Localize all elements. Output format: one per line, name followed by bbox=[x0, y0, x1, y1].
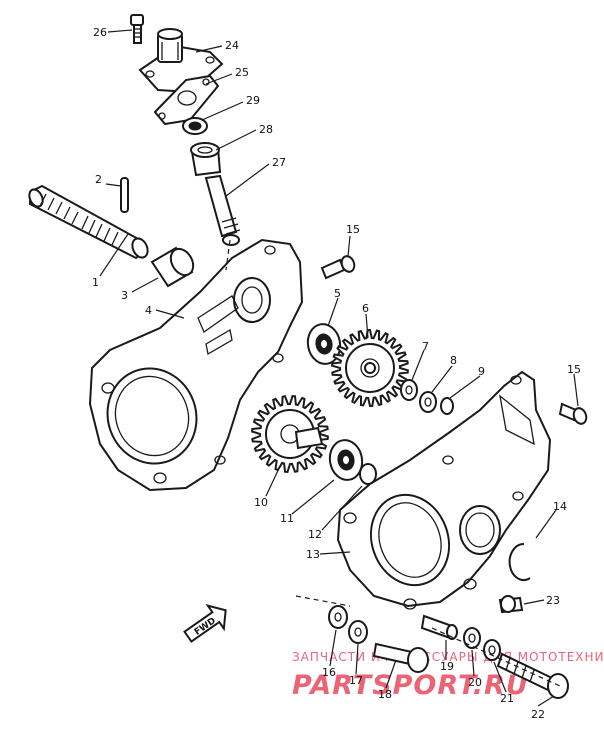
callout-7: 7 bbox=[422, 340, 429, 353]
part-29-seal bbox=[182, 117, 208, 135]
callout-15-upper: 15 bbox=[346, 223, 360, 236]
callout-27: 27 bbox=[272, 156, 286, 169]
callout-6: 6 bbox=[362, 302, 369, 315]
part-1-worm-shaft bbox=[28, 184, 149, 260]
callout-14: 14 bbox=[553, 500, 567, 513]
callout-9: 9 bbox=[478, 365, 485, 378]
part-8-washer bbox=[419, 391, 437, 413]
leader-lines bbox=[99, 29, 579, 707]
part-14-circlip bbox=[508, 542, 531, 581]
part-11-bearing bbox=[328, 439, 364, 481]
callout-20: 20 bbox=[468, 676, 482, 689]
part-9-circlip bbox=[440, 397, 454, 415]
callout-1: 1 bbox=[92, 276, 99, 289]
callout-24: 24 bbox=[225, 39, 239, 52]
part-4-case-left bbox=[88, 238, 304, 492]
callout-8: 8 bbox=[450, 354, 457, 367]
part-2-pin bbox=[120, 177, 129, 213]
callout-3: 3 bbox=[121, 289, 128, 302]
callout-11: 11 bbox=[280, 512, 294, 525]
callout-25: 25 bbox=[235, 66, 249, 79]
callout-4: 4 bbox=[145, 304, 152, 317]
part-25-gasket bbox=[153, 74, 220, 126]
callout-2: 2 bbox=[95, 173, 102, 186]
part-7-washer bbox=[400, 379, 418, 401]
part-28-bushing bbox=[190, 142, 222, 177]
part-3-collar bbox=[150, 246, 195, 288]
callout-23: 23 bbox=[546, 594, 560, 607]
part-6-gear bbox=[331, 328, 409, 408]
alignment-lines bbox=[225, 239, 561, 687]
callout-17: 17 bbox=[349, 674, 363, 687]
part-12-circlip bbox=[359, 463, 377, 485]
part-27-shaft bbox=[204, 174, 241, 246]
callout-18: 18 bbox=[378, 688, 392, 701]
part-20-washer bbox=[463, 627, 481, 649]
callout-12: 12 bbox=[308, 528, 322, 541]
part-15-bolt-right bbox=[558, 402, 588, 425]
part-23-bolt bbox=[498, 595, 524, 614]
callout-5: 5 bbox=[334, 287, 341, 300]
part-10-gear bbox=[251, 395, 329, 473]
part-18-bolt bbox=[372, 642, 429, 673]
forward-direction-marker: FWD bbox=[183, 604, 227, 643]
part-26-bolt bbox=[130, 14, 144, 44]
watermark-brand: PARTSPORT.RU bbox=[292, 670, 529, 701]
part-19-dowel bbox=[420, 614, 458, 640]
breather-assembly bbox=[130, 14, 241, 246]
callout-10: 10 bbox=[254, 496, 268, 509]
watermark-tagline: ЗАПЧАСТИ И АКСЕССУАРЫ ДЛЯ МОТОТЕХНИКИ bbox=[292, 650, 604, 664]
callout-19: 19 bbox=[440, 660, 454, 673]
part-17-washer bbox=[348, 620, 368, 644]
part-5-bearing bbox=[306, 323, 342, 365]
callout-26: 26 bbox=[93, 26, 107, 39]
part-21-washer bbox=[483, 639, 501, 661]
watermark: ЗАПЧАСТИ И АКСЕССУАРЫ ДЛЯ МОТОТЕХНИКИ PA… bbox=[292, 650, 604, 701]
callout-28: 28 bbox=[259, 123, 273, 136]
callout-29: 29 bbox=[246, 94, 260, 107]
part-16-washer bbox=[328, 605, 348, 629]
part-13-case-cover bbox=[336, 370, 552, 610]
callout-16: 16 bbox=[322, 666, 336, 679]
worm-shaft-assembly bbox=[28, 177, 195, 288]
callout-21: 21 bbox=[500, 692, 514, 705]
callout-22: 22 bbox=[531, 708, 545, 721]
callout-labels: 26 24 25 29 28 27 2 1 3 4 15 5 6 7 8 9 1… bbox=[92, 26, 581, 721]
part-15-bolt-upper bbox=[320, 255, 356, 280]
callout-15-right: 15 bbox=[567, 363, 581, 376]
part-22-bolt bbox=[496, 652, 569, 699]
callout-13: 13 bbox=[306, 548, 320, 561]
